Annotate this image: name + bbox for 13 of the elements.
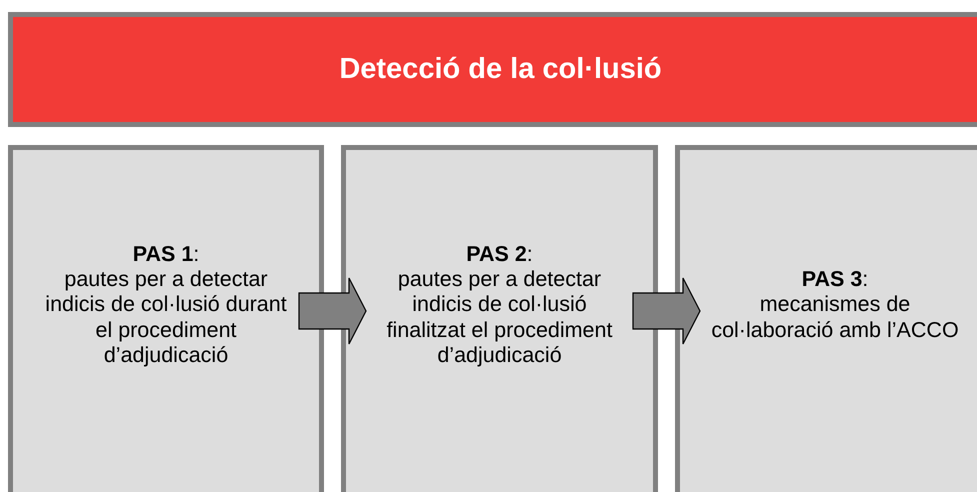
step-heading: PAS 1: xyxy=(132,242,200,268)
step-box xyxy=(8,145,324,492)
step-description: pautes per a detectar indicis de col·lusió finalitzat el procediment d’adjudicació xyxy=(386,267,614,368)
step-heading: PAS 3: xyxy=(800,267,870,292)
step-description: mecanismes de col·laboració amb l’ACCO xyxy=(710,292,960,343)
step-box xyxy=(341,145,658,492)
step-heading: PAS 2: xyxy=(465,242,534,268)
step-description: pautes per a detectar indicis de col·lusió durant el procediment d’adjudicació xyxy=(44,267,288,368)
title-text: Detecció de la col·lusió xyxy=(339,53,662,86)
step-box xyxy=(675,145,977,492)
block-arrow xyxy=(298,277,367,345)
block-arrow xyxy=(632,277,701,345)
title-banner xyxy=(8,12,977,127)
